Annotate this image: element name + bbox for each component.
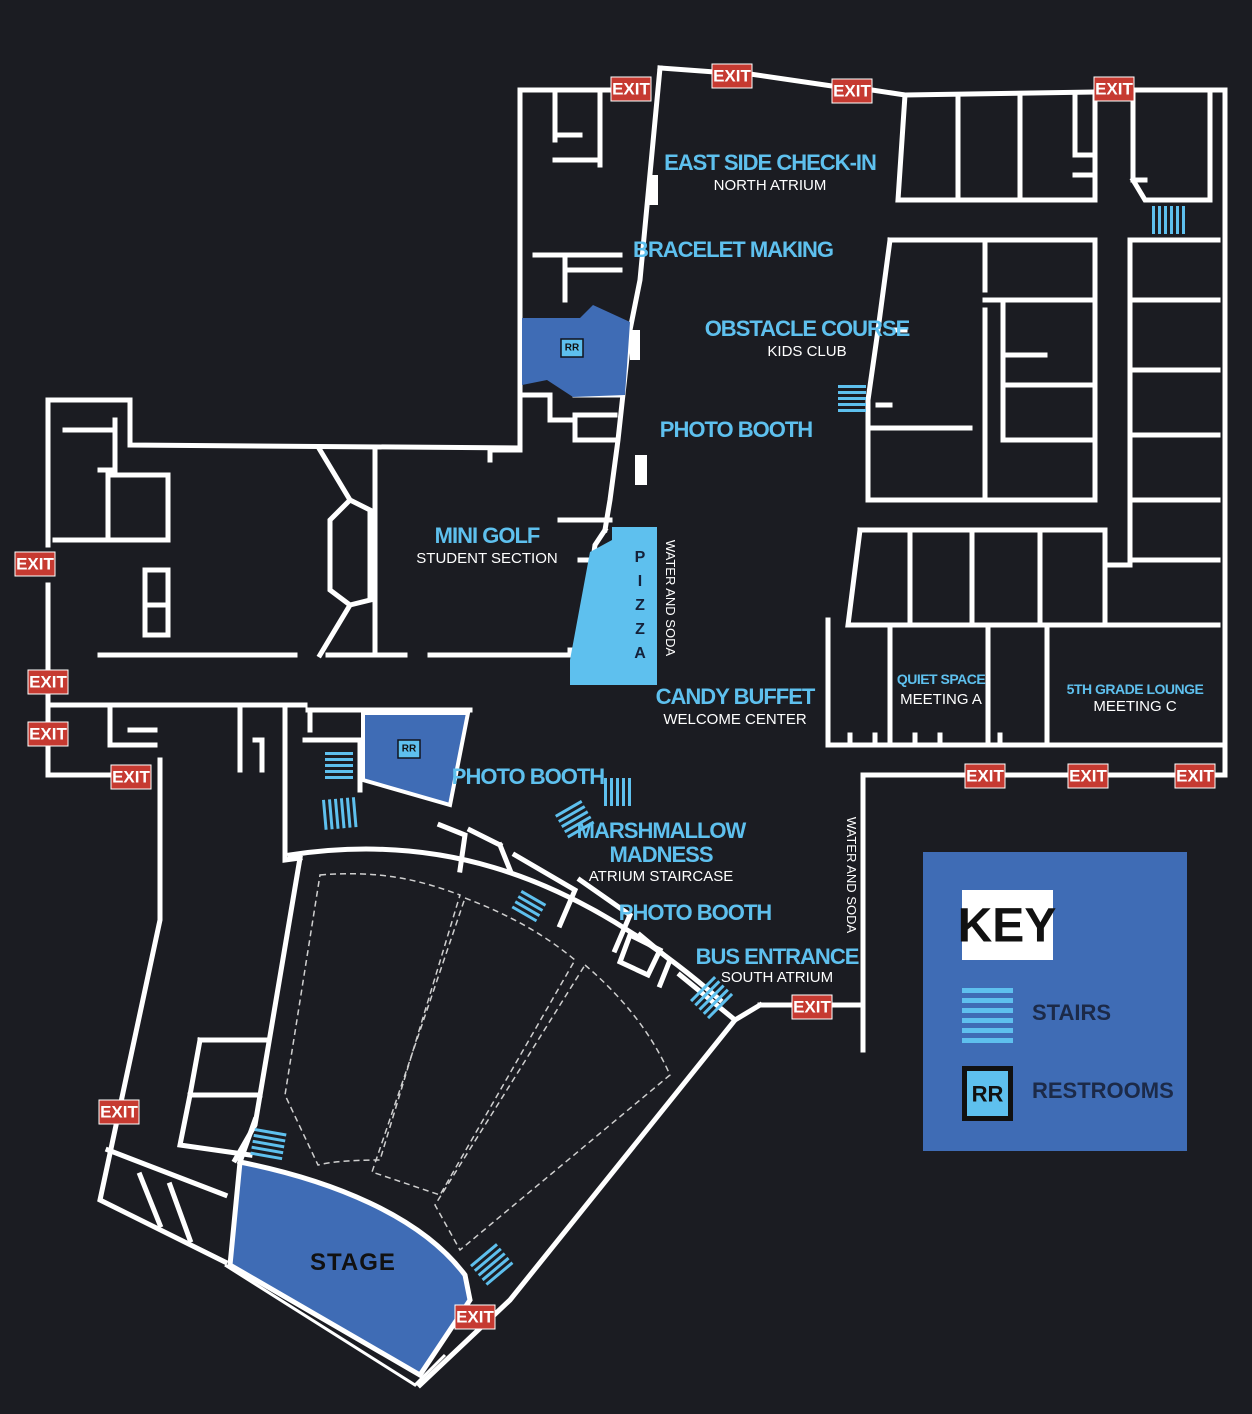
water-soda-label-2: WATER AND SODA [844,817,859,934]
exit-sign-southwest: EXIT [98,1099,140,1125]
marshmallow-title-line1: MARSHMALLOW [577,818,747,843]
building-walls [45,65,1228,1389]
svg-text:EXIT: EXIT [966,767,1004,786]
stairs-kids [838,385,866,412]
key-restrooms-label: RESTROOMS [1032,1078,1174,1103]
auditorium-seating [284,872,671,1252]
water-soda-label-1: WATER AND SODA [663,540,678,657]
svg-text:EXIT: EXIT [29,673,67,692]
bus-entrance-title: BUS ENTRANCE [696,944,859,969]
obstacle-course-title: OBSTACLE COURSE [705,316,910,341]
pizza-letter-1: P [635,549,646,566]
area-labels: EAST SIDE CHECK-IN NORTH ATRIUM BRACELET… [416,150,1204,986]
stairs-bus [690,975,734,1020]
exit-sign-north-4: EXIT [1093,76,1135,102]
exit-sign-west-1: EXIT [14,551,56,577]
svg-text:RR: RR [972,1082,1004,1107]
restroom-north: RR [522,305,630,397]
rr-south-tag: RR [402,744,417,755]
stairs-stage-left [250,1128,287,1161]
pizza-letter-3: Z [635,597,645,614]
svg-text:EXIT: EXIT [833,82,871,101]
stage: STAGE [224,1159,473,1387]
exit-sign-west-4: EXIT [110,764,152,790]
svg-text:EXIT: EXIT [1069,767,1107,786]
exit-sign-east-1: EXIT [964,763,1006,789]
stairs-icons [250,206,1185,1286]
stage-label: STAGE [310,1249,396,1276]
svg-text:EXIT: EXIT [1176,767,1214,786]
svg-text:EXIT: EXIT [1095,80,1133,99]
fifth-grade-lounge-title: 5TH GRADE LOUNGE [1067,681,1204,697]
photo-booth-south-title: PHOTO BOOTH [619,900,771,925]
map-key: KEY STAIRS RR RESTROOMS [923,852,1187,1151]
quiet-space-sub: MEETING A [900,691,982,708]
stairs-west-2 [322,797,358,830]
rr-north-tag: RR [565,343,580,354]
pizza-station: P I Z Z A [570,527,657,685]
svg-text:EXIT: EXIT [612,80,650,99]
marshmallow-sub: ATRIUM STAIRCASE [589,868,733,885]
east-checkin-sub: NORTH ATRIUM [714,177,827,194]
bracelet-making-title: BRACELET MAKING [633,237,833,262]
pizza-letter-2: I [638,573,642,590]
mini-golf-sub: STUDENT SECTION [416,550,557,567]
pizza-letter-5: A [634,645,646,662]
svg-text:EXIT: EXIT [456,1308,494,1327]
key-title: KEY [958,900,1057,953]
key-stairs-label: STAIRS [1032,1000,1111,1025]
exit-sign-bus: EXIT [791,994,833,1020]
photo-booth-west-title: PHOTO BOOTH [452,764,604,789]
svg-text:EXIT: EXIT [112,768,150,787]
stairs-atrium [604,778,631,806]
quiet-space-title: QUIET SPACE [897,671,986,687]
bus-entrance-sub: SOUTH ATRIUM [721,969,833,986]
svg-text:EXIT: EXIT [29,725,67,744]
svg-text:EXIT: EXIT [713,67,751,86]
exit-sign-west-3: EXIT [27,721,69,747]
svg-text:EXIT: EXIT [793,998,831,1017]
exit-signs: EXIT EXIT EXIT EXIT EXIT EXIT EXIT EXIT … [14,63,1216,1330]
exit-sign-east-3: EXIT [1174,763,1216,789]
stairs-ring [511,890,547,923]
marshmallow-title-line2: MADNESS [609,842,712,867]
exit-sign-north-2: EXIT [711,63,753,89]
pizza-letter-4: Z [635,621,645,638]
exit-sign-north-1: EXIT [610,76,652,102]
mini-golf-title: MINI GOLF [435,523,540,548]
photo-booth-north-title: PHOTO BOOTH [660,417,812,442]
candy-buffet-sub: WELCOME CENTER [663,711,807,728]
candy-buffet-title: CANDY BUFFET [656,684,816,709]
svg-text:EXIT: EXIT [100,1103,138,1122]
stairs-west [325,752,353,779]
fifth-grade-lounge-sub: MEETING C [1093,698,1177,715]
svg-text:EXIT: EXIT [16,555,54,574]
key-stairs-icon [962,988,1013,1043]
key-restroom-icon: RR [962,1066,1013,1121]
exit-sign-east-2: EXIT [1067,763,1109,789]
restroom-south: RR [361,711,471,808]
stairs-ne [1152,206,1185,234]
stairs-atrium-2 [555,800,595,839]
stairs-stage-right [470,1243,514,1286]
obstacle-course-sub: KIDS CLUB [767,343,846,360]
east-checkin-title: EAST SIDE CHECK-IN [664,150,876,175]
exit-sign-north-3: EXIT [831,78,873,104]
exit-sign-west-2: EXIT [27,669,69,695]
exit-sign-stage: EXIT [454,1304,496,1330]
